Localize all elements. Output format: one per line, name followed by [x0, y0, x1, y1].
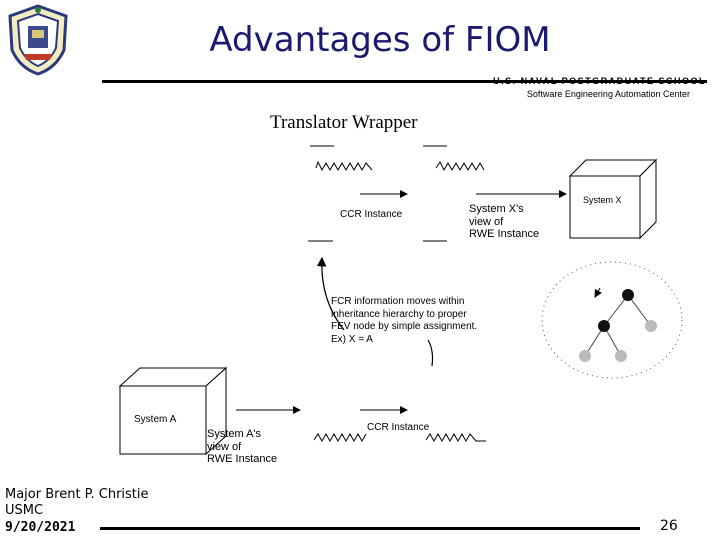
x-view-line: RWE Instance: [469, 228, 540, 240]
tree-child-node: [645, 320, 657, 332]
fcr-note: FCR information moves within inheritance…: [331, 296, 477, 346]
note-line: FEV node by simple assignment.: [331, 321, 478, 332]
system-x-view-text: System X's view of RWE Instance: [469, 203, 539, 241]
system-a-label: System A: [134, 414, 177, 425]
slide-date: 9/20/2021: [5, 520, 76, 535]
ccr-instance-bottom: CCR Instance: [367, 422, 430, 433]
tree-child-node: [598, 320, 610, 332]
center-name: Software Engineering Automation Center: [526, 89, 690, 99]
author-name: Major Brent P. Christie: [5, 487, 149, 502]
wrapper-title: Translator Wrapper: [270, 112, 418, 133]
slide-title: Advantages of FIOM: [209, 20, 551, 60]
author-org: USMC: [5, 503, 44, 518]
a-view-line: view of: [207, 440, 242, 453]
tree-leaf-node: [579, 350, 591, 362]
note-line: FCR information moves within: [331, 296, 465, 307]
title-divider: [102, 80, 707, 83]
tree-leaf-node: [615, 350, 627, 362]
x-view-line: view of: [469, 215, 504, 228]
x-view-line: System X's: [469, 203, 524, 215]
page-number: 26: [660, 518, 678, 534]
note-line: inheritance hierarchy to proper: [331, 308, 467, 320]
footer-divider: [100, 527, 640, 530]
system-x-label: System X: [583, 195, 622, 205]
school-seal-logo: [6, 4, 70, 76]
a-view-line: System A's: [207, 428, 262, 440]
tree-root-node: [622, 289, 634, 301]
note-line: Ex) X = A: [331, 333, 373, 345]
ccr-instance-top: CCR Instance: [340, 209, 403, 220]
system-a-view-text: System A's view of RWE Instance: [207, 428, 277, 466]
a-view-line: RWE Instance: [207, 453, 278, 465]
school-name: U.S. NAVAL POSTGRADUATE SCHOOL: [493, 76, 706, 86]
